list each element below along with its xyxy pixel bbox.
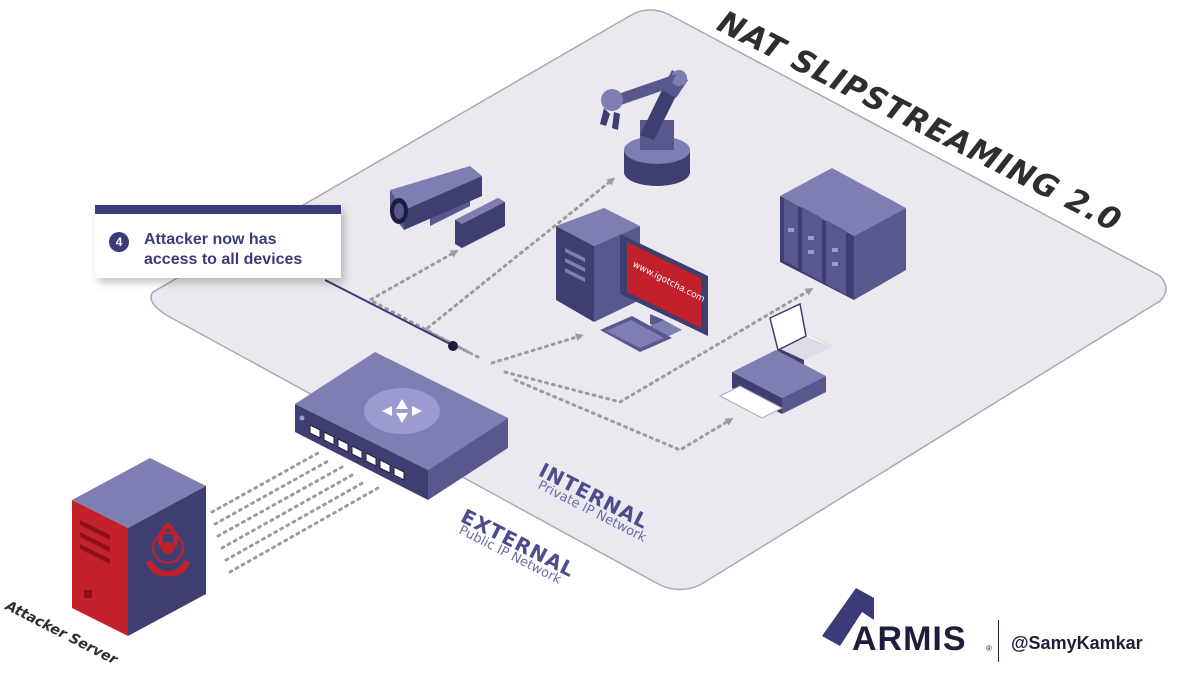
step-callout: 4 Attacker now has access to all devices xyxy=(95,205,341,278)
external-line-4 xyxy=(220,472,356,550)
author-handle: @SamyKamkar xyxy=(1011,633,1143,653)
biohazard-icon xyxy=(146,522,190,577)
security-camera-icon xyxy=(390,166,505,248)
connection-to-desktop xyxy=(490,333,584,365)
connection-to-robot-arm xyxy=(422,177,616,359)
robot-arm-icon xyxy=(600,70,690,186)
printer-icon xyxy=(718,302,834,419)
armis-logo-mark xyxy=(822,588,874,646)
armis-wordmark: ARMIS xyxy=(852,620,967,658)
step-description: Attacker now has access to all devices xyxy=(144,231,303,268)
router-ports xyxy=(309,424,405,481)
callout-leader-line xyxy=(324,279,453,346)
external-line-6 xyxy=(228,486,380,574)
brand-divider xyxy=(998,620,999,662)
attacker-server-icon xyxy=(72,458,206,636)
external-line-3 xyxy=(216,465,344,538)
connection-to-server-rack xyxy=(503,287,814,404)
external-line-5 xyxy=(224,479,368,562)
router-icon xyxy=(295,352,508,500)
desktop-computer-icon: www.igotcha.com xyxy=(556,208,708,352)
external-line-2 xyxy=(213,458,332,526)
step-number-badge: 4 xyxy=(109,232,129,252)
external-connections xyxy=(210,451,380,574)
internal-connections xyxy=(366,177,814,452)
callout-leader-dot xyxy=(448,341,458,351)
server-rack-icon xyxy=(780,168,906,300)
external-line-1 xyxy=(210,451,320,514)
connection-to-printer xyxy=(513,378,734,452)
armis-registered-mark: ® xyxy=(986,644,992,653)
